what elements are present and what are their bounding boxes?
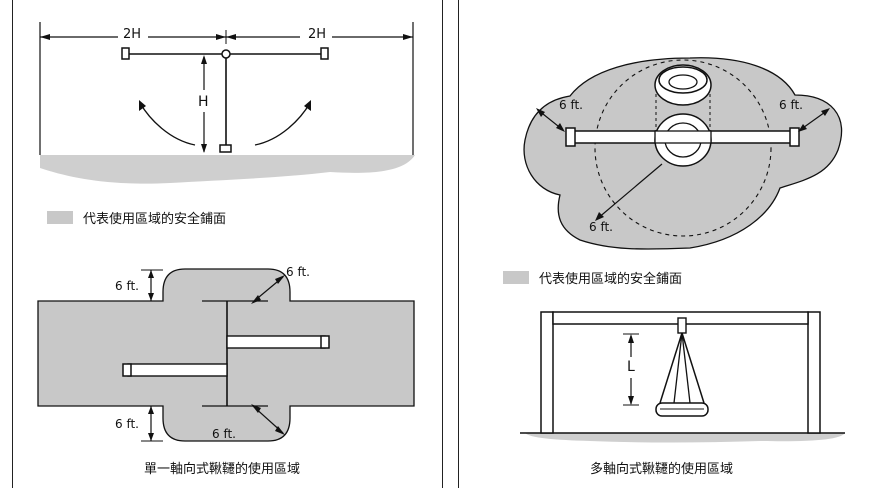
caption-right: 多軸向式鞦韆的使用區域 xyxy=(590,462,734,477)
dim-6ft-bottom-left: 6 ft. xyxy=(115,417,139,431)
dim-6ft-top-right: 6 ft. xyxy=(286,265,310,279)
dim-height: H xyxy=(198,94,209,110)
dim-2h-right: 2H xyxy=(306,27,329,42)
dim-6ft-top-left: 6 ft. xyxy=(115,279,139,293)
dim-2h-left: 2H xyxy=(121,27,144,42)
ground-surface-right xyxy=(525,433,845,443)
legend-swatch-right xyxy=(503,271,529,284)
caption-left: 單一軸向式鞦韆的使用區域 xyxy=(144,462,301,477)
single-axis-swing-panel xyxy=(12,0,443,488)
legend-swatch-left xyxy=(47,211,73,224)
dim-length: L xyxy=(627,359,635,375)
multi-axis-swing-panel xyxy=(458,0,883,488)
dim-6ft-right-bottom: 6 ft. xyxy=(589,220,613,234)
legend-text-left: 代表使用區域的安全鋪面 xyxy=(83,212,227,227)
dim-6ft-right-left: 6 ft. xyxy=(559,98,583,112)
ground-surface-left xyxy=(40,155,415,184)
safety-surface-plan-left xyxy=(37,268,415,442)
legend-text-right: 代表使用區域的安全鋪面 xyxy=(539,272,683,287)
dim-6ft-right-right: 6 ft. xyxy=(779,98,803,112)
dim-6ft-bottom-mid: 6 ft. xyxy=(212,427,236,441)
